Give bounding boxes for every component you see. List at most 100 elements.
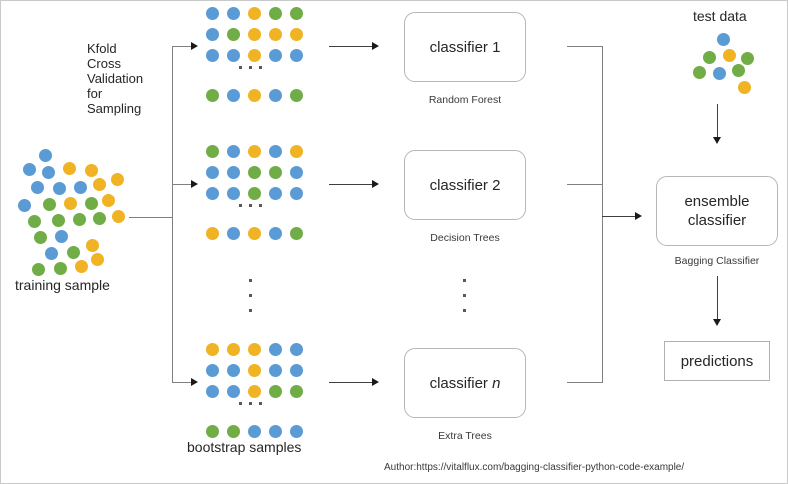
- ensemble-classifier-caption: Bagging Classifier: [674, 255, 760, 267]
- sample-dot: [55, 230, 68, 243]
- grid-1-ellipsis: [239, 66, 262, 69]
- sample-dot: [248, 7, 261, 20]
- bootstrap-samples-label: bootstrap samples: [187, 439, 302, 455]
- sample-dot: [39, 149, 52, 162]
- sample-dot: [290, 28, 303, 41]
- sample-dot: [290, 49, 303, 62]
- arrow-branch-2: [191, 180, 198, 188]
- bootstrap-sample-grid-1: [206, 7, 311, 102]
- grid-3-ellipsis: [239, 402, 262, 405]
- arrow-grid3-to-classifiern: [372, 378, 379, 386]
- sample-dot: [32, 263, 45, 276]
- sample-dot: [206, 227, 219, 240]
- sample-dot: [693, 66, 706, 79]
- sample-dot: [28, 215, 41, 228]
- classifier-2-caption: Decision Trees: [430, 232, 500, 244]
- sample-dot: [723, 49, 736, 62]
- sample-dot: [227, 385, 240, 398]
- sample-dot: [290, 227, 303, 240]
- test-data-label: test data: [693, 8, 747, 24]
- sample-dot: [53, 182, 66, 195]
- arrow-grid1-to-classifier1: [372, 42, 379, 50]
- sample-dot: [206, 385, 219, 398]
- sample-dot: [206, 425, 219, 438]
- sample-dot: [93, 178, 106, 191]
- sample-dot: [67, 246, 80, 259]
- bootstrap-vertical-ellipsis: [249, 279, 252, 312]
- sample-dot: [248, 166, 261, 179]
- sample-dot: [290, 364, 303, 377]
- sample-dot: [269, 385, 282, 398]
- sample-dot: [227, 187, 240, 200]
- sample-dot: [93, 212, 106, 225]
- sample-dot: [227, 166, 240, 179]
- sample-dot: [290, 145, 303, 158]
- connector-branch-3: [172, 382, 196, 383]
- sample-dot: [52, 214, 65, 227]
- classifier-n-box[interactable]: classifier n: [404, 348, 526, 418]
- connector-split-trunk: [172, 46, 173, 382]
- arrow-testdata-to-ensemble: [713, 137, 721, 144]
- sample-dot: [206, 145, 219, 158]
- classifier-1-caption: Random Forest: [428, 94, 502, 106]
- sample-dot: [248, 385, 261, 398]
- sample-dot: [42, 166, 55, 179]
- sample-dot: [269, 145, 282, 158]
- sample-dot: [269, 49, 282, 62]
- sample-dot: [34, 231, 47, 244]
- sample-dot: [18, 199, 31, 212]
- sample-dot: [45, 247, 58, 260]
- connector-ensemble-to-predictions: [717, 276, 718, 321]
- classifier-n-caption: Extra Trees: [438, 430, 492, 442]
- sample-dot: [248, 145, 261, 158]
- sample-dot: [86, 239, 99, 252]
- sample-dot: [741, 52, 754, 65]
- connector-testdata-to-ensemble: [717, 104, 718, 139]
- sample-dot: [269, 28, 282, 41]
- connector-grid3-to-classifiern: [329, 382, 375, 383]
- sample-dot: [290, 385, 303, 398]
- kfold-label: Kfold Cross Validation for Sampling: [87, 41, 144, 116]
- sample-dot: [206, 7, 219, 20]
- sample-dot: [290, 343, 303, 356]
- arrow-merge-to-ensemble: [635, 212, 642, 220]
- sample-dot: [227, 89, 240, 102]
- predictions-label: predictions: [680, 352, 754, 370]
- sample-dot: [206, 166, 219, 179]
- sample-dot: [43, 198, 56, 211]
- sample-dot: [269, 343, 282, 356]
- sample-dot: [31, 181, 44, 194]
- connector-classifier2-out: [567, 184, 603, 185]
- sample-dot: [248, 28, 261, 41]
- connector-cloud-to-trunk: [129, 217, 173, 218]
- sample-dot: [290, 187, 303, 200]
- sample-dot: [248, 89, 261, 102]
- sample-dot: [206, 49, 219, 62]
- sample-dot: [75, 260, 88, 273]
- classifier-1-box[interactable]: classifier 1: [404, 12, 526, 82]
- sample-dot: [269, 364, 282, 377]
- sample-dot: [91, 253, 104, 266]
- classifier-vertical-ellipsis: [463, 279, 466, 312]
- sample-dot: [269, 166, 282, 179]
- sample-dot: [206, 343, 219, 356]
- classifier-2-box[interactable]: classifier 2: [404, 150, 526, 220]
- sample-dot: [290, 7, 303, 20]
- sample-dot: [85, 197, 98, 210]
- sample-dot: [227, 7, 240, 20]
- classifier-n-title: classifier n: [429, 374, 501, 392]
- author-credit: Author:https://vitalflux.com/bagging-cla…: [384, 462, 685, 473]
- sample-dot: [290, 425, 303, 438]
- sample-dot: [227, 425, 240, 438]
- sample-dot: [227, 145, 240, 158]
- sample-dot: [227, 49, 240, 62]
- sample-dot: [85, 164, 98, 177]
- grid-2-ellipsis: [239, 204, 262, 207]
- predictions-box[interactable]: predictions: [664, 341, 770, 381]
- connector-branch-1: [172, 46, 196, 47]
- arrow-ensemble-to-predictions: [713, 319, 721, 326]
- connector-grid1-to-classifier1: [329, 46, 375, 47]
